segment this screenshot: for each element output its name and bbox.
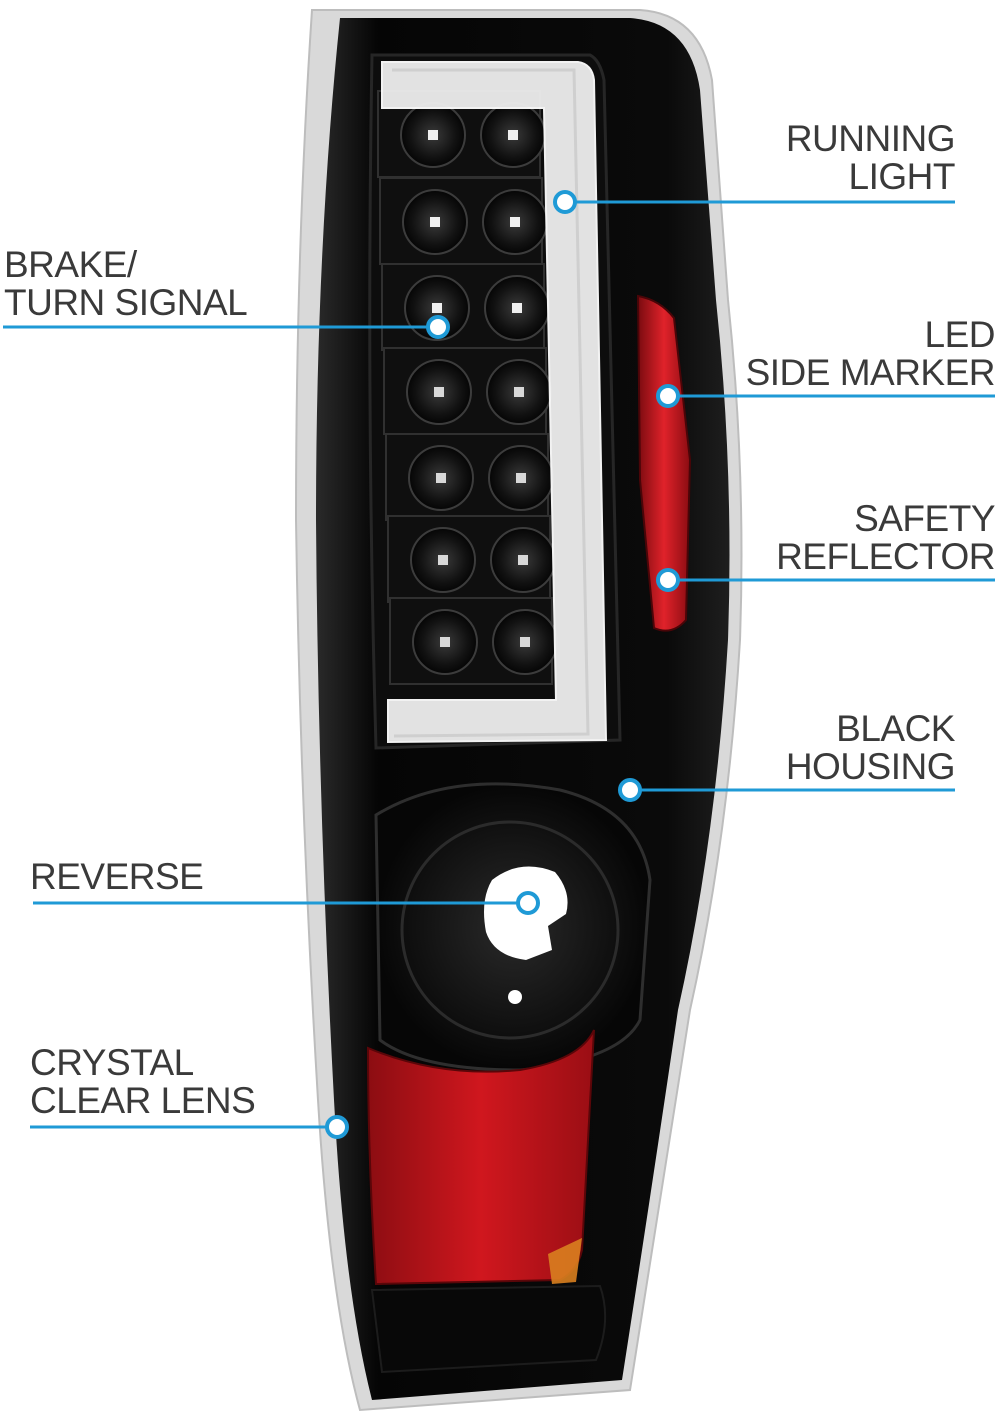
callout-dot xyxy=(656,568,680,592)
led-chip xyxy=(508,130,518,140)
lower-red-reflector xyxy=(366,1029,595,1286)
callout-dot xyxy=(618,778,642,802)
led-chip xyxy=(430,217,440,227)
led-chip xyxy=(438,555,448,565)
led-chip xyxy=(516,473,526,483)
callout-dot xyxy=(325,1115,349,1139)
label-reverse: REVERSE xyxy=(30,856,204,897)
callout-dot xyxy=(656,384,680,408)
callout-lines xyxy=(3,190,995,1139)
led-cell-grid xyxy=(377,90,558,685)
callout-dot xyxy=(516,891,540,915)
led-chip xyxy=(436,473,446,483)
led-chip xyxy=(510,217,520,227)
led-chip xyxy=(512,303,522,313)
running-light-bar xyxy=(381,61,608,744)
label-brake-turn-signal: BRAKE/TURN SIGNAL xyxy=(4,244,248,323)
led-chip xyxy=(440,637,450,647)
led-chip xyxy=(432,303,442,313)
led-chip xyxy=(514,387,524,397)
led-chip xyxy=(520,637,530,647)
side-marker-strip xyxy=(636,294,692,632)
led-chip xyxy=(434,387,444,397)
callout-dot xyxy=(553,190,577,214)
led-chip xyxy=(428,130,438,140)
callout-dot xyxy=(426,315,450,339)
led-chip xyxy=(518,555,528,565)
